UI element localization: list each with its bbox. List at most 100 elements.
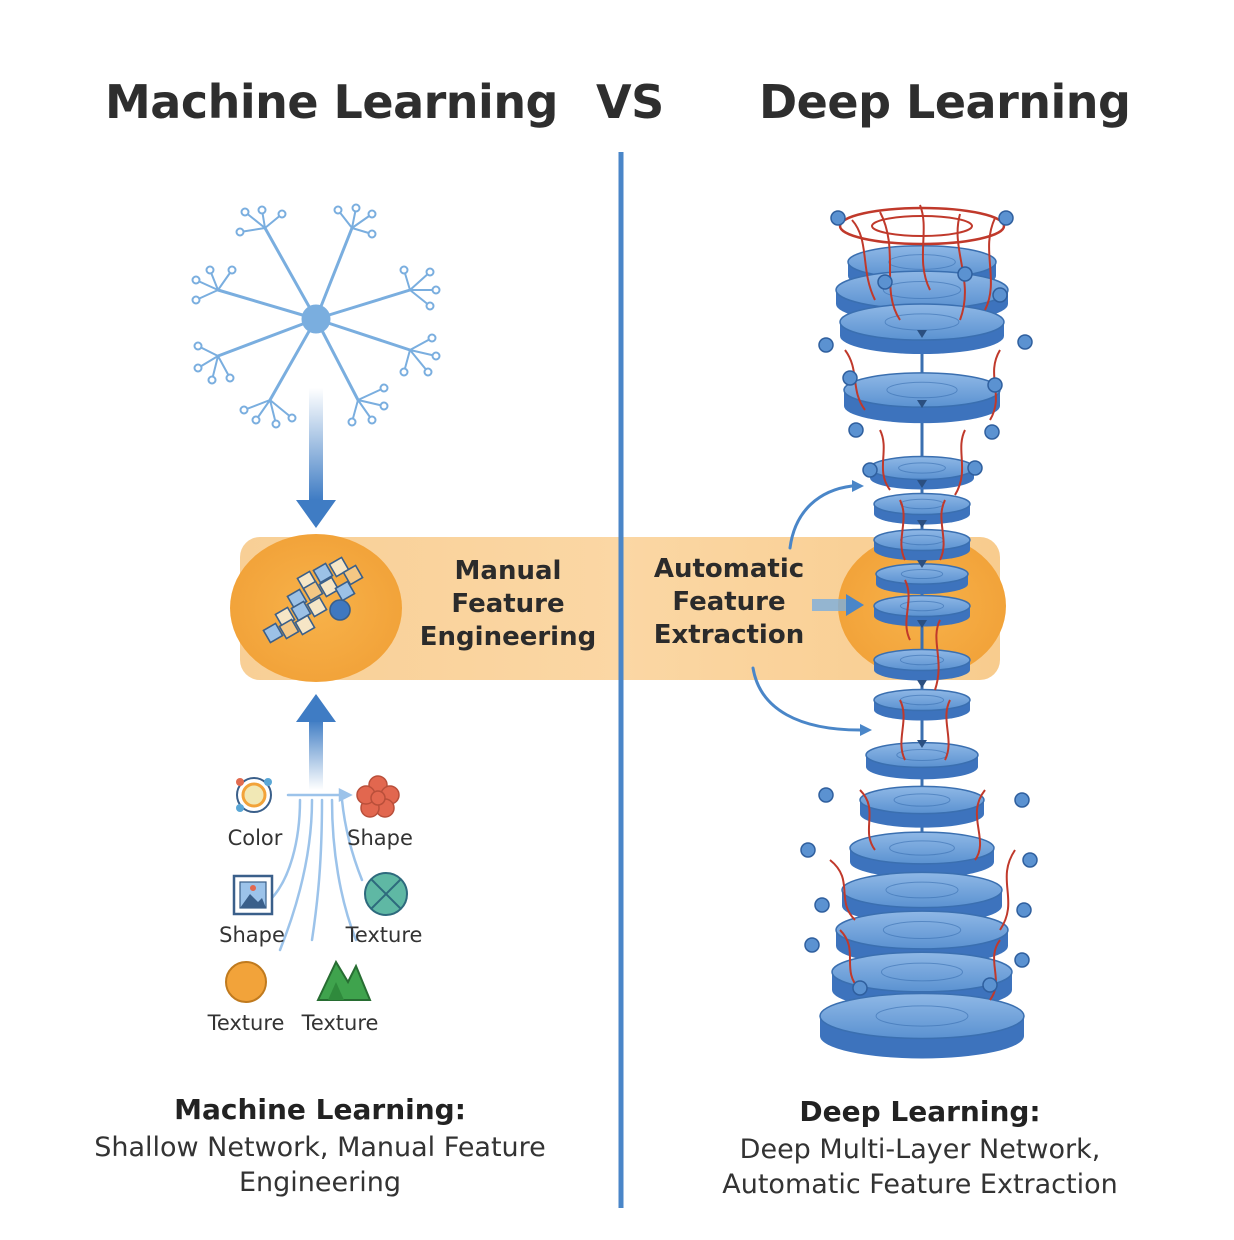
- tower-wire: [934, 619, 941, 691]
- left-caption-title: Machine Learning:: [174, 1093, 466, 1126]
- tower-wire: [954, 429, 966, 496]
- tower-layer-ring: [882, 920, 962, 940]
- tower-layer-ring: [898, 462, 946, 474]
- tower-wire: [989, 939, 1001, 1001]
- left-title: Machine Learning: [105, 75, 559, 129]
- tower-wire: [851, 219, 876, 301]
- tower-layer: [873, 492, 971, 516]
- left-caption-line-1: Shallow Network, Manual Feature: [94, 1132, 546, 1163]
- manual-feature-label: Manual Feature Engineering: [410, 555, 606, 654]
- spine-arrow-icon: [917, 680, 927, 688]
- spine-arrow-icon: [917, 520, 927, 528]
- tower-wire: [829, 859, 856, 921]
- tower-node: [982, 977, 998, 993]
- tower-layer-ring: [889, 840, 955, 856]
- tower-layer-ring: [893, 793, 951, 807]
- tower-wire: [904, 579, 911, 641]
- tower-node: [818, 337, 834, 353]
- orange-circle-icon: [225, 961, 267, 1003]
- tower-node: [998, 210, 1014, 226]
- curved-arrows: [751, 480, 872, 736]
- feature-label-shape-2: Shape: [219, 923, 285, 947]
- tower-node: [830, 210, 846, 226]
- tower-node: [852, 980, 868, 996]
- tower-wire: [919, 204, 931, 291]
- arrow-down-icon: [296, 388, 336, 528]
- tower-wire: [939, 499, 946, 561]
- tower-wire: [859, 789, 876, 851]
- tower-wire: [956, 213, 966, 321]
- right-caption-line-1: Deep Multi-Layer Network,: [739, 1134, 1101, 1165]
- tower-crown-inner: [871, 215, 973, 237]
- tower-wire: [899, 499, 906, 561]
- color-palette-icon: [236, 777, 272, 813]
- spine-arrow-icon: [917, 480, 927, 488]
- tower-layer-ring: [900, 568, 944, 580]
- deep-network-tower: [800, 204, 1038, 1059]
- flower-shape-icon: [356, 775, 400, 818]
- tower-layer-ring: [885, 881, 959, 899]
- tower-layer: [873, 688, 971, 712]
- right-caption: Deep Learning: Deep Multi-Layer Network,…: [680, 1095, 1160, 1200]
- tower-node: [842, 370, 858, 386]
- tower-node: [804, 937, 820, 953]
- tower-node: [992, 287, 1008, 303]
- manual-feature-line-2: Feature: [451, 589, 565, 619]
- feature-label-shape-1: Shape: [347, 826, 413, 850]
- tower-node: [1017, 334, 1033, 350]
- green-mountains-icon: [316, 959, 372, 1001]
- feature-mosaic-icon: [262, 556, 364, 644]
- arrow-up-icon: [296, 694, 336, 790]
- tower-wire: [999, 849, 1016, 931]
- tower-wire: [879, 211, 901, 321]
- automatic-feature-line-2: Feature: [672, 587, 786, 617]
- tower-layer: [873, 594, 971, 618]
- tower-node: [987, 377, 1003, 393]
- crossed-circle-icon: [364, 872, 408, 916]
- tower-wire: [974, 789, 986, 861]
- tower-layer-ring: [881, 962, 963, 982]
- tower-wire: [944, 699, 951, 761]
- feature-flow-lines: [268, 787, 364, 952]
- feature-label-color: Color: [227, 826, 283, 850]
- tower-layer: [859, 785, 985, 815]
- tower-layer: [831, 951, 1013, 993]
- tower-layer: [849, 831, 995, 865]
- feature-label-texture-3: Texture: [301, 1011, 379, 1035]
- right-title: Deep Learning: [759, 75, 1131, 129]
- tower-node: [877, 274, 893, 290]
- tower-node: [1022, 852, 1038, 868]
- tower-wire: [984, 217, 996, 311]
- left-caption: Machine Learning: Shallow Network, Manua…: [80, 1093, 560, 1198]
- tower-wire: [899, 699, 906, 761]
- manual-feature-line-1: Manual: [454, 556, 562, 586]
- tower-node: [862, 462, 878, 478]
- tower-layer-ring: [886, 381, 958, 399]
- tower-layer-ring: [899, 654, 945, 666]
- tower-node: [800, 842, 816, 858]
- spine-arrow-icon: [917, 740, 927, 748]
- tower-layer: [841, 871, 1003, 909]
- vs-label: VS: [596, 75, 664, 129]
- tower-layer: [869, 455, 975, 481]
- tower-node: [957, 266, 973, 282]
- manual-feature-line-3: Engineering: [419, 622, 597, 652]
- tower-layer: [835, 910, 1009, 950]
- tower-layer: [873, 528, 971, 552]
- feature-label-texture-2: Texture: [207, 1011, 285, 1035]
- shallow-network-icon: [191, 203, 441, 429]
- tower-layer-ring: [899, 600, 945, 612]
- spine-arrow-icon: [917, 560, 927, 568]
- automatic-feature-line-3: Extraction: [653, 620, 805, 650]
- right-caption-line-2: Automatic Feature Extraction: [722, 1169, 1118, 1200]
- spine-arrow-icon: [917, 400, 927, 408]
- tower-wire: [879, 429, 891, 491]
- tower-node: [814, 897, 830, 913]
- tower-layer-ring: [882, 280, 962, 300]
- tower-layer: [873, 648, 971, 672]
- tower-node: [1014, 952, 1030, 968]
- tower-node: [818, 787, 834, 803]
- automatic-feature-line-1: Automatic: [653, 554, 805, 584]
- tower-node: [967, 460, 983, 476]
